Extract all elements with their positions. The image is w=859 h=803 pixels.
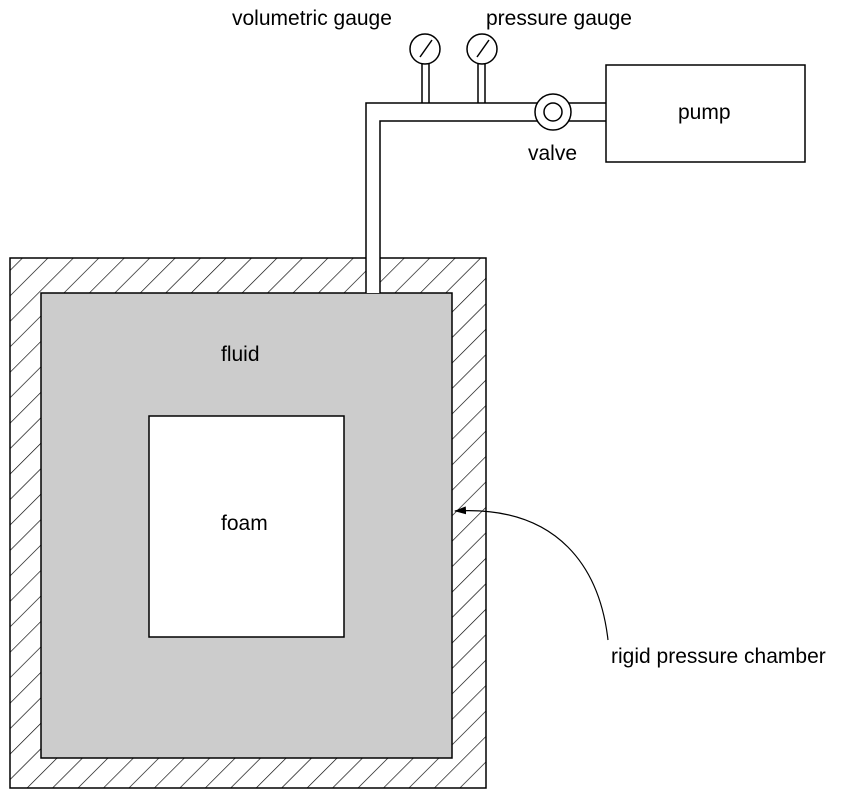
rigid-pressure-chamber (9, 257, 487, 789)
volumetric-gauge (409, 33, 441, 103)
pump-label: pump (678, 101, 731, 124)
foam-label: foam (221, 512, 268, 535)
chamber-leader-arrow (454, 506, 609, 641)
fluid-label: fluid (221, 343, 260, 366)
pump-box (605, 64, 806, 163)
volumetric-gauge-label: volumetric gauge (232, 7, 392, 30)
pressure-gauge-label: pressure gauge (486, 7, 632, 30)
valve-icon (534, 93, 572, 131)
foam-sample (148, 415, 345, 638)
chamber-label: rigid pressure chamber (611, 645, 826, 668)
valve-label: valve (528, 142, 577, 165)
pressure-gauge (466, 33, 498, 103)
